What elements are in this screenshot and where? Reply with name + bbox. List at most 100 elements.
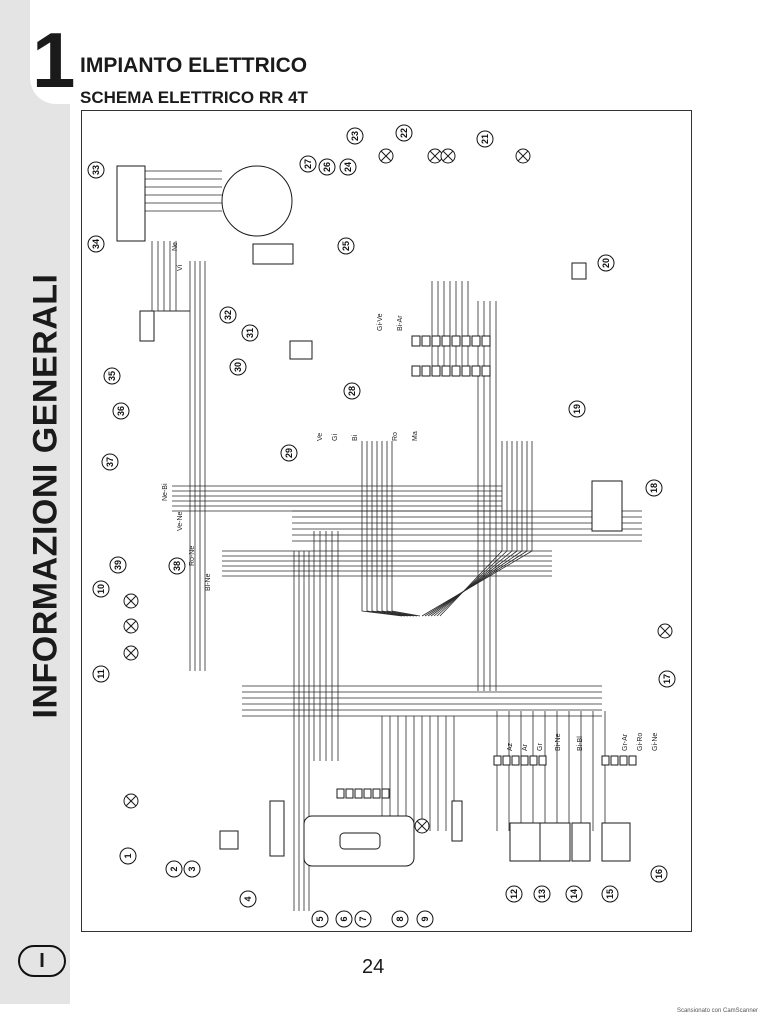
callout-29: 29 <box>280 444 298 462</box>
callout-number: 28 <box>347 386 357 396</box>
callout-circle <box>335 910 353 928</box>
connector-block <box>411 365 421 377</box>
callout-circle <box>343 382 361 400</box>
callout-number: 12 <box>509 889 519 899</box>
callout-number: 24 <box>343 162 353 172</box>
callout-25: 25 <box>337 237 355 255</box>
callout-circle <box>658 670 676 688</box>
wire-label: Bi-Bl <box>577 736 584 751</box>
lamp-cross <box>416 820 428 832</box>
connector-block <box>601 755 610 766</box>
callout-circle <box>241 324 259 342</box>
lamp-cross <box>442 150 454 162</box>
language-badge: I <box>18 945 66 977</box>
horn-box <box>571 262 587 280</box>
display-window <box>339 832 381 850</box>
callout-6: 6 <box>335 910 353 928</box>
wire <box>430 441 518 617</box>
callout-circle <box>165 860 183 878</box>
connector-block <box>628 755 637 766</box>
callout-circle <box>354 910 372 928</box>
callout-number: 5 <box>315 916 325 921</box>
wire-label: Gi-Ve <box>377 313 384 331</box>
connector-block <box>336 788 345 799</box>
callout-23: 23 <box>346 127 364 145</box>
callout-circle <box>87 161 105 179</box>
callout-circle <box>239 890 257 908</box>
wire <box>361 441 403 617</box>
callout-circle <box>183 860 201 878</box>
callout-number: 32 <box>223 310 233 320</box>
wire-label: Bi-Ne <box>555 733 562 751</box>
callout-number: 33 <box>91 165 101 175</box>
connector-block <box>529 755 538 766</box>
callout-number: 23 <box>350 131 360 141</box>
callout-22: 22 <box>395 124 413 142</box>
callout-11: 11 <box>92 665 110 683</box>
connector-block <box>411 335 421 347</box>
callout-34: 34 <box>87 235 105 253</box>
callout-number: 10 <box>96 584 106 594</box>
connector-block <box>381 788 390 799</box>
battery-icon <box>451 800 463 842</box>
callout-circle <box>346 127 364 145</box>
callout-circle <box>650 865 668 883</box>
callout-4: 4 <box>239 890 257 908</box>
callout-circle <box>533 885 551 903</box>
lamp-cross <box>125 595 137 607</box>
connector-block <box>441 335 451 347</box>
wire-label: Ve-Ne <box>177 511 184 531</box>
callout-number: 30 <box>233 362 243 372</box>
wire-label: Ar <box>522 743 529 751</box>
connector-block <box>354 788 363 799</box>
callout-number: 9 <box>420 916 430 921</box>
callout-circle <box>645 479 663 497</box>
callout-number: 16 <box>654 869 664 879</box>
callout-circle <box>318 158 336 176</box>
connector-block <box>481 365 491 377</box>
connector-block <box>451 365 461 377</box>
switch-15 <box>601 822 631 862</box>
callout-31: 31 <box>241 324 259 342</box>
wire-label: Ve <box>317 433 324 441</box>
connector-block <box>471 365 481 377</box>
relay-box <box>252 243 294 265</box>
wire <box>381 441 415 617</box>
side-band <box>0 0 70 1004</box>
connector-block <box>461 335 471 347</box>
section-title-vertical: INFORMAZIONI GENERALI <box>26 273 65 719</box>
callout-circle <box>92 665 110 683</box>
callout-number: 6 <box>339 916 349 921</box>
wire-label: Ro <box>392 432 399 441</box>
callout-number: 13 <box>537 889 547 899</box>
callout-5: 5 <box>311 910 329 928</box>
lamp-cross <box>659 625 671 637</box>
wire <box>391 441 421 617</box>
wire-label: Az <box>507 742 514 751</box>
page-subtitle: SCHEMA ELETTRICO RR 4T <box>80 88 308 107</box>
callout-circle <box>299 155 317 173</box>
callout-circle <box>119 847 137 865</box>
switch-14 <box>571 822 591 862</box>
callout-number: 21 <box>480 134 490 144</box>
callout-20: 20 <box>597 254 615 272</box>
callout-16: 16 <box>650 865 668 883</box>
lamp-cross <box>380 150 392 162</box>
callout-14: 14 <box>565 885 583 903</box>
callout-1: 1 <box>119 847 137 865</box>
wire-label: Gr-Ar <box>622 733 629 751</box>
callout-12: 12 <box>505 885 523 903</box>
callout-circle <box>597 254 615 272</box>
lamp-cross <box>125 795 137 807</box>
callout-38: 38 <box>168 557 186 575</box>
callout-number: 4 <box>243 896 253 901</box>
wire-label: Bi <box>352 434 359 441</box>
wire-label: Vi <box>177 264 184 271</box>
connector-block <box>421 335 431 347</box>
connector-block <box>481 335 491 347</box>
callout-circle <box>109 556 127 574</box>
callout-circle <box>112 402 130 420</box>
